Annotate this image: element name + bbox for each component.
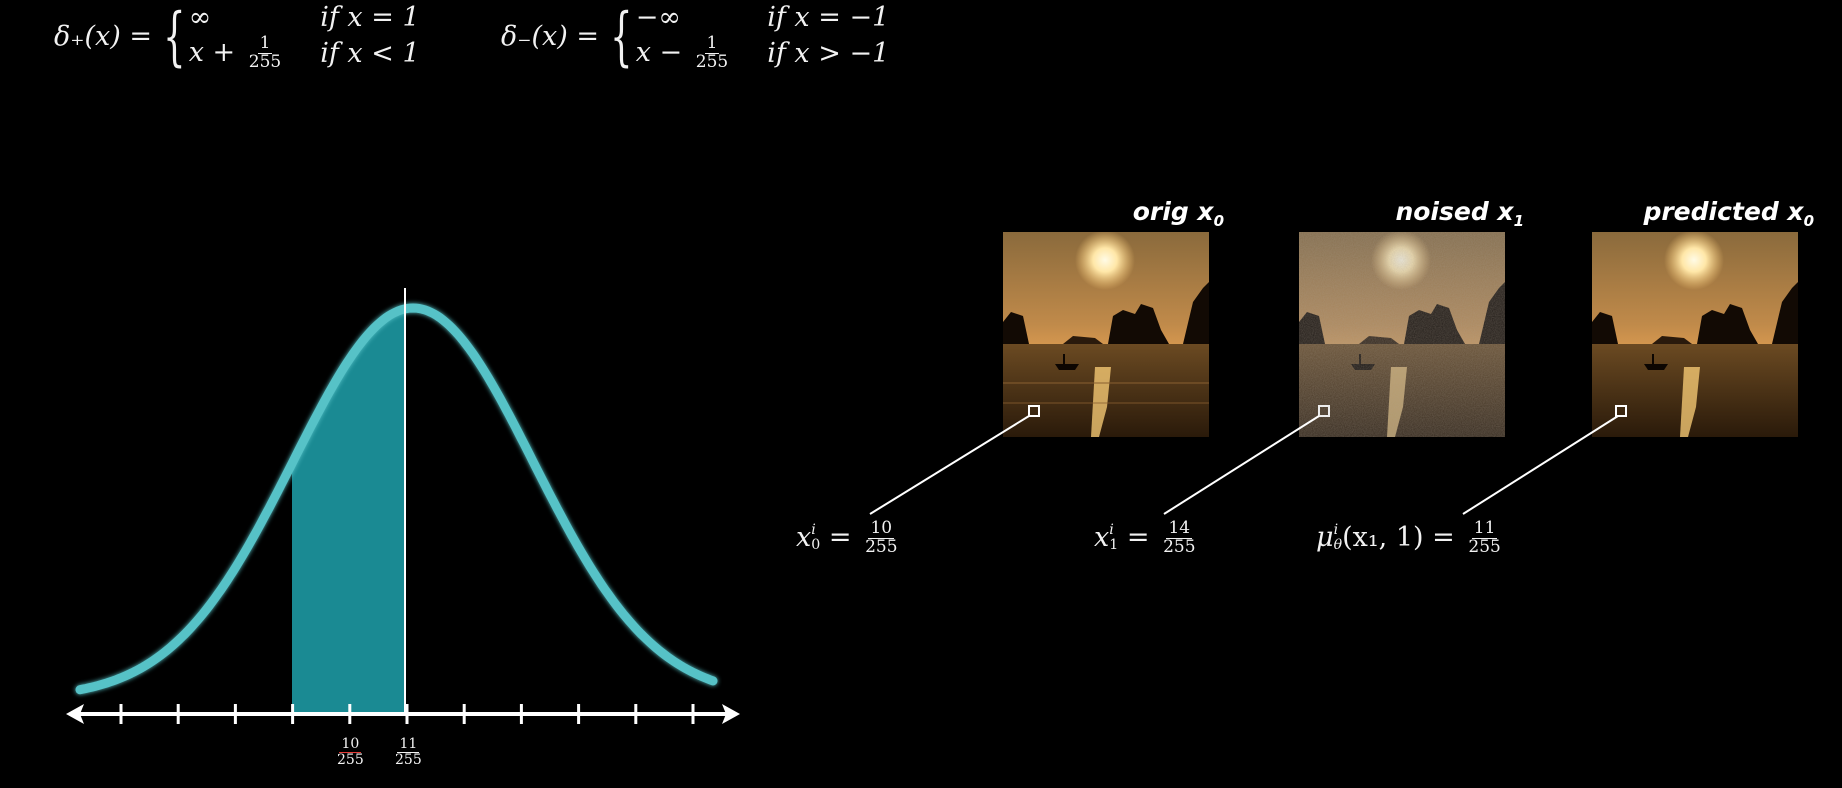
delta-minus-case2-frac: 1 255 xyxy=(694,33,730,72)
delta-plus-case2-cond: if x < 1 xyxy=(320,37,420,69)
delta-minus-case1-value: −∞ xyxy=(635,2,681,33)
frac-den: 255 xyxy=(865,536,898,557)
frac-num: 11 xyxy=(1471,518,1498,539)
image-predicted-sunset xyxy=(1592,232,1798,437)
tick-den: 255 xyxy=(395,751,422,768)
label-eq: = xyxy=(1126,521,1150,553)
label-sup: i xyxy=(1333,521,1339,538)
label-sub: 1 xyxy=(1109,537,1119,554)
panel-title-text: orig x xyxy=(1132,197,1214,226)
connector-line-noised xyxy=(1163,415,1320,515)
delta-plus-case1-value: ∞ xyxy=(188,2,212,33)
frac-den: 255 xyxy=(1468,536,1501,557)
delta-plus-case2-value: x + 1 255 xyxy=(188,33,286,72)
connector-line-orig xyxy=(869,415,1030,515)
label-sub: θ xyxy=(1333,537,1343,554)
frac-num: 14 xyxy=(1166,518,1193,539)
frac-den: 255 xyxy=(248,51,282,72)
frac-den: 255 xyxy=(695,51,729,72)
delta-plus-case2-frac: 1 255 xyxy=(247,33,283,72)
panel-title-subscript: 1 xyxy=(1513,212,1524,230)
label-frac: 10 255 xyxy=(863,518,899,557)
tick-num: 11 xyxy=(397,736,420,753)
sunset-photo-icon xyxy=(1592,232,1798,437)
label-frac: 14 255 xyxy=(1161,518,1197,557)
pixel-marker-icon xyxy=(1318,405,1330,417)
frac-num: 1 xyxy=(257,33,273,54)
tick-label-10-255: 10 255 xyxy=(332,737,369,767)
frac-den: 255 xyxy=(1163,536,1196,557)
delta-minus-case2-cond: if x > −1 xyxy=(767,37,890,69)
panel-title-text: predicted x xyxy=(1643,197,1804,226)
panel-title-noised: noised x1 xyxy=(1300,197,1524,230)
label-eq: = xyxy=(828,521,852,553)
delta-minus-case1-cond: if x = −1 xyxy=(767,2,890,33)
label-sub: 0 xyxy=(811,537,821,554)
label-sup: i xyxy=(811,521,816,538)
tick-num: 10 xyxy=(339,736,362,753)
delta-minus-formula: δ₋(x) = { −∞ if x = −1 x − 1 255 if x > … xyxy=(501,2,889,72)
delta-minus-lhs: δ₋(x) = xyxy=(501,21,600,53)
label-symbol: μ xyxy=(1316,521,1334,553)
image-orig-sunset xyxy=(1003,232,1209,437)
panel-title-text: noised x xyxy=(1395,197,1514,226)
panel-title-subscript: 0 xyxy=(1803,212,1814,230)
left-arrow-icon xyxy=(66,704,84,724)
panel-title-subscript: 0 xyxy=(1213,212,1224,230)
delta-minus-cases: { −∞ if x = −1 x − 1 255 if x > −1 xyxy=(605,2,889,72)
pixel-marker-icon xyxy=(1615,405,1627,417)
sunset-photo-icon xyxy=(1299,232,1505,437)
delta-minus-case2-prefix: x − xyxy=(635,36,683,68)
label-frac: 11 255 xyxy=(1466,518,1502,557)
label-symbol: x xyxy=(796,521,812,553)
tick-frac: 11 255 xyxy=(393,737,424,767)
tick-den: 255 xyxy=(337,751,364,768)
right-arrow-icon xyxy=(722,704,740,724)
connector-line-predicted xyxy=(1462,415,1619,515)
delta-plus-lhs: δ₊(x) = xyxy=(54,21,153,53)
label-sup: i xyxy=(1109,521,1114,538)
frac-num: 1 xyxy=(704,33,720,54)
delta-plus-case2-prefix: x + xyxy=(188,36,236,68)
number-axis xyxy=(66,704,740,724)
delta-minus-case2-value: x − 1 255 xyxy=(635,33,733,72)
frac-num: 10 xyxy=(868,518,895,539)
panel-title-predicted: predicted x0 xyxy=(1590,197,1814,230)
delta-plus-cases: { ∞ if x = 1 x + 1 255 if x < 1 xyxy=(158,0,420,74)
tick-frac: 10 255 xyxy=(335,737,366,767)
delta-plus-case1-cond: if x = 1 xyxy=(320,2,420,33)
panel-title-orig: orig x0 xyxy=(1000,197,1224,230)
bell-curve xyxy=(75,303,718,695)
gaussian-diagram xyxy=(66,288,740,724)
axis-ticks xyxy=(119,704,695,724)
pixel-marker-icon xyxy=(1028,405,1040,417)
sunset-photo-icon xyxy=(1003,232,1209,437)
label-eq: = xyxy=(1432,521,1455,553)
brace-icon: { xyxy=(163,0,186,74)
brace-icon: { xyxy=(610,0,633,74)
delta-plus-formula: δ₊(x) = { ∞ if x = 1 x + 1 255 if x < 1 xyxy=(54,2,420,72)
label-symbol: x xyxy=(1094,521,1110,553)
image-noised-sunset xyxy=(1299,232,1505,437)
label-args: (x₁, 1) xyxy=(1342,521,1424,553)
tick-label-11-255: 11 255 xyxy=(390,737,427,767)
